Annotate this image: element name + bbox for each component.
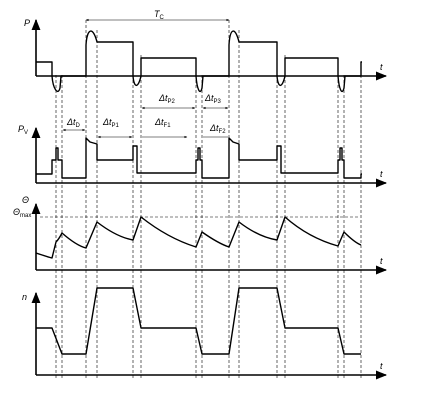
tP2-label: ΔtP2: [158, 93, 176, 105]
temperature-axis-label: Θ: [22, 195, 29, 205]
temperature-panel: Θ Θmax t: [13, 195, 388, 275]
speed-t-label: t: [380, 361, 383, 371]
tc-label: TC: [154, 9, 165, 21]
guide-lines: [55, 20, 362, 378]
speed-waveform: [36, 287, 361, 355]
power-waveform: [36, 30, 362, 93]
power-loss-waveform: [36, 137, 362, 179]
power-t-label: t: [380, 62, 383, 72]
tP3-label: ΔtP3: [204, 93, 222, 105]
tP1-label: ΔtP1: [102, 117, 120, 129]
power-loss-axis-label: PV: [18, 124, 28, 136]
power-panel: P t TC: [24, 9, 388, 93]
speed-axis-label: n: [22, 292, 27, 302]
tF2-label: ΔtF2: [209, 123, 226, 135]
temperature-waveform: [35, 216, 362, 259]
tD-label: ΔtD: [66, 117, 81, 129]
speed-panel: n t: [22, 287, 388, 380]
power-loss-t-label: t: [380, 169, 383, 179]
temperature-t-label: t: [380, 256, 383, 266]
power-loss-panel: PV t ΔtD ΔtP1 ΔtF1 ΔtP2 ΔtP3 ΔtF2: [18, 93, 388, 188]
tF1-label: ΔtF1: [154, 117, 171, 129]
power-axis-label: P: [24, 18, 30, 28]
theta-max-label: Θmax: [13, 207, 31, 219]
